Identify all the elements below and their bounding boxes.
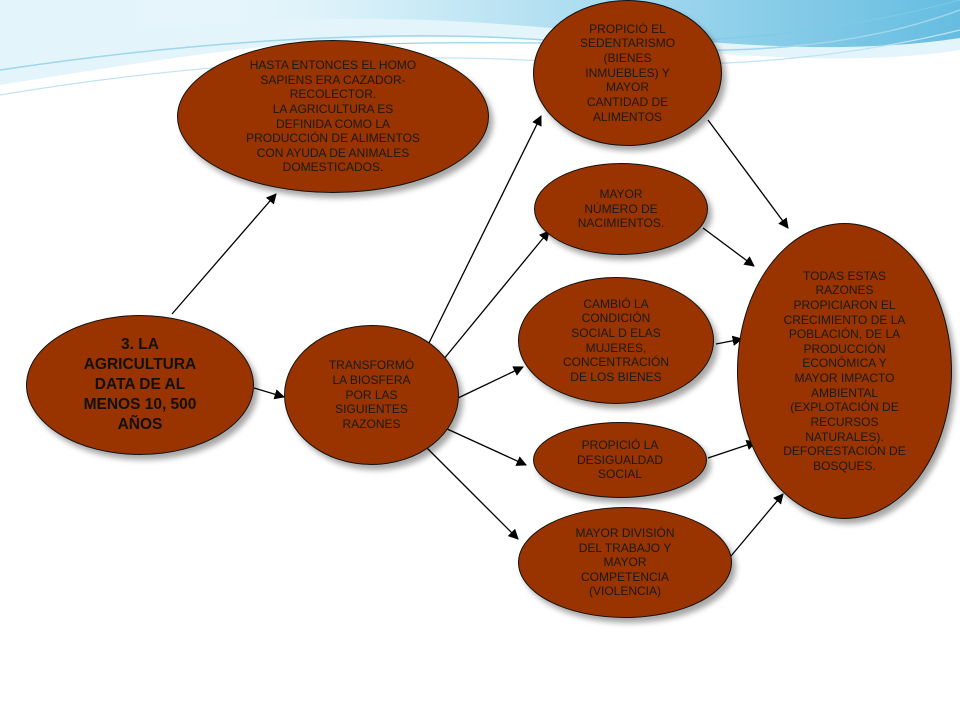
node-agricultura-main-text: 3. LA AGRICULTURA DATA DE AL MENOS 10, 5… — [83, 335, 197, 434]
wave-band-mid — [120, 0, 960, 48]
node-transformo-biosfera: TRANSFORMÓ LA BIOSFERA POR LAS SIGUIENTE… — [284, 325, 459, 465]
node-hasta-entonces: HASTA ENTONCES EL HOMO SAPIENS ERA CAZAD… — [177, 40, 489, 193]
node-propicio-desigualdad-text: PROPICIÓ LA DESIGUALDAD SOCIAL — [576, 438, 664, 482]
node-mayor-division-text: MAYOR DIVISIÓN DEL TRABAJO Y MAYOR COMPE… — [575, 525, 675, 599]
node-mayor-nacimientos-text: MAYOR NÚMERO DE NACIMIENTOS. — [577, 187, 665, 231]
node-transformo-biosfera-text: TRANSFORMÓ LA BIOSFERA POR LAS SIGUIENTE… — [328, 358, 415, 431]
node-mayor-division: MAYOR DIVISIÓN DEL TRABAJO Y MAYOR COMPE… — [518, 507, 732, 618]
node-propicio-sedentarismo: PROPICIÓ EL SEDENTARISMO (BIENES INMUEBL… — [533, 0, 722, 146]
node-propicio-sedentarismo-text: PROPICIÓ EL SEDENTARISMO (BIENES INMUEBL… — [579, 21, 676, 124]
node-propicio-desigualdad: PROPICIÓ LA DESIGUALDAD SOCIAL — [533, 422, 707, 498]
node-hasta-entonces-text: HASTA ENTONCES EL HOMO SAPIENS ERA CAZAD… — [246, 58, 420, 175]
node-todas-razones-text: TODAS ESTAS RAZONES PROPICIARON EL CRECI… — [783, 268, 906, 473]
node-cambio-condicion-text: CAMBIÓ LA CONDICIÓN SOCIAL D ELAS MUJERE… — [562, 296, 669, 384]
node-todas-razones: TODAS ESTAS RAZONES PROPICIARON EL CRECI… — [737, 223, 952, 519]
node-cambio-condicion: CAMBIÓ LA CONDICIÓN SOCIAL D ELAS MUJERE… — [518, 277, 714, 404]
node-mayor-nacimientos: MAYOR NÚMERO DE NACIMIENTOS. — [534, 163, 708, 255]
node-agricultura-main: 3. LA AGRICULTURA DATA DE AL MENOS 10, 5… — [26, 315, 254, 455]
